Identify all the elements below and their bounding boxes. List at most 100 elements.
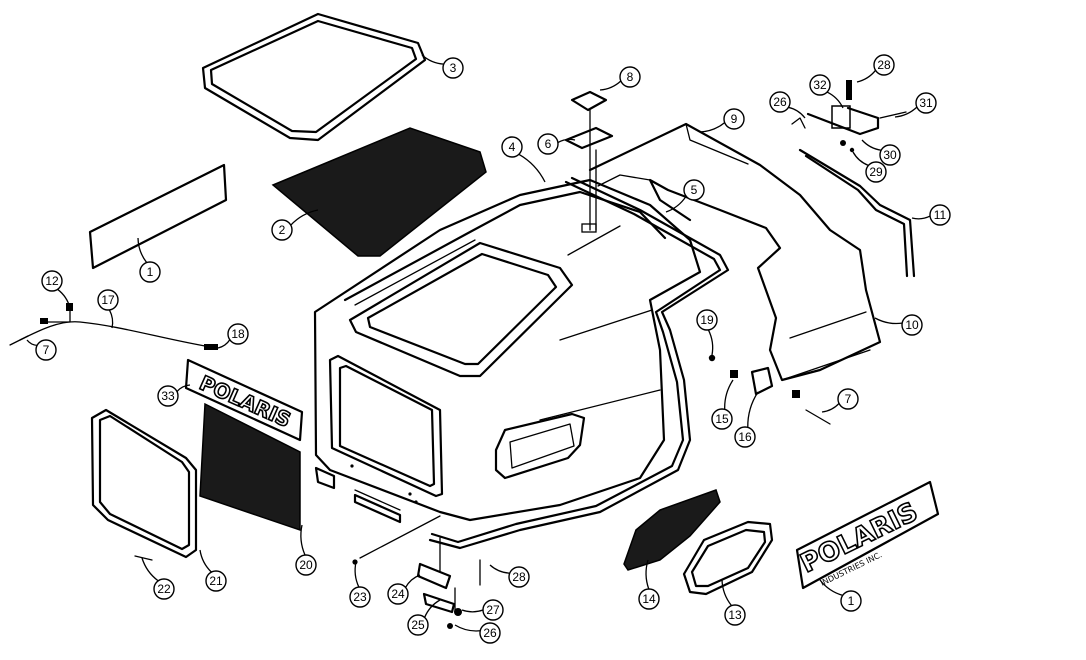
callout-leader	[665, 195, 687, 213]
callout-number: 7	[43, 343, 50, 357]
callout-number: 27	[486, 603, 500, 617]
callout-number: 10	[905, 318, 919, 332]
callout-circle	[157, 385, 179, 407]
callout-c5: 5	[665, 179, 705, 213]
callout-c22: 22	[141, 557, 175, 600]
callout-c9: 9	[699, 108, 745, 133]
callout-number: 21	[209, 574, 223, 588]
callout-number: 12	[45, 274, 59, 288]
callout-leader	[199, 549, 212, 573]
callout-leader	[645, 559, 650, 590]
callout-circle	[809, 74, 831, 96]
callout-leader	[721, 579, 733, 607]
side-window-frame	[90, 408, 198, 561]
callout-c4: 4	[501, 136, 546, 183]
callout-number: 4	[509, 140, 516, 154]
callout-leader	[599, 80, 622, 91]
callout-circle	[482, 599, 504, 621]
callout-leader	[707, 329, 714, 356]
roof-vent-hardware	[564, 90, 614, 231]
callout-leader	[26, 339, 38, 346]
callout-leader	[699, 122, 726, 133]
side-decal-strip	[88, 163, 228, 270]
callout-c1b: 1	[819, 579, 862, 612]
callout-c26b: 26	[454, 622, 501, 644]
callout-c10: 10	[874, 314, 923, 336]
callout-number: 3	[450, 61, 457, 75]
callout-circle	[901, 314, 923, 336]
callout-number: 8	[627, 70, 634, 84]
callout-leader	[424, 599, 441, 618]
callout-c6: 6	[537, 133, 576, 155]
callout-c13: 13	[721, 579, 746, 626]
callout-c23: 23	[349, 561, 371, 608]
callout-circle	[387, 583, 409, 605]
callout-circle	[295, 554, 317, 576]
callout-leader	[421, 54, 444, 65]
callout-circle	[929, 204, 951, 226]
callout-number: 6	[545, 137, 552, 151]
callout-number: 26	[483, 626, 497, 640]
callout-circle	[724, 604, 746, 626]
cab-shell	[313, 178, 702, 524]
callout-number: 15	[715, 412, 729, 426]
rear-window-glass	[271, 127, 487, 257]
callout-number: 22	[157, 582, 171, 596]
callout-number: 16	[738, 430, 752, 444]
callout-leader	[217, 339, 231, 349]
lower-latch-hardware	[352, 515, 481, 629]
callout-circle	[865, 161, 887, 183]
callout-circle	[349, 586, 371, 608]
callout-number: 23	[353, 590, 367, 604]
callout-number: 13	[728, 608, 742, 622]
callout-leader	[557, 138, 576, 144]
callout-leader	[856, 69, 877, 83]
door-window-frame	[682, 520, 774, 596]
callout-c17: 17	[97, 289, 119, 329]
callout-leader	[819, 579, 843, 597]
callout-leader	[137, 237, 148, 263]
callout-leader	[894, 106, 918, 118]
callout-leader	[290, 209, 319, 226]
callout-circle	[205, 570, 227, 592]
callout-number: 26	[773, 95, 787, 109]
callout-c31: 31	[894, 92, 937, 118]
door-window-glass	[623, 489, 721, 571]
callout-leader	[454, 624, 481, 632]
callout-c32: 32	[809, 74, 844, 109]
callout-leader	[57, 288, 71, 309]
hinge-bracket-hardware	[791, 80, 907, 153]
callout-circle	[696, 309, 718, 331]
callout-number: 9	[731, 112, 738, 126]
callout-circle	[407, 614, 429, 636]
callout-circle	[35, 339, 57, 361]
callout-c7b: 7	[821, 388, 859, 413]
callout-c16: 16	[734, 391, 759, 448]
front-seal-piece	[798, 148, 916, 278]
callout-leader	[518, 153, 546, 183]
callout-c3a: 3	[421, 54, 464, 79]
callout-circle	[873, 54, 895, 76]
callout-leader	[405, 574, 421, 588]
callout-number: 5	[691, 183, 698, 197]
callout-leader	[461, 609, 484, 613]
callout-circle	[501, 136, 523, 158]
callout-circle	[41, 270, 63, 292]
callout-c28a: 28	[856, 54, 895, 83]
callout-leader	[724, 379, 734, 410]
callout-leader	[852, 151, 869, 167]
callout-c11: 11	[911, 204, 951, 226]
callout-c21: 21	[199, 549, 227, 592]
callout-circle	[479, 622, 501, 644]
callout-c7a: 7	[26, 339, 57, 361]
front-bulkhead-panel	[588, 122, 882, 382]
door-seal-strip	[428, 176, 730, 550]
callout-number: 28	[512, 570, 526, 584]
callout-circle	[723, 108, 745, 130]
callout-circle	[840, 590, 862, 612]
callout-circle	[139, 261, 161, 283]
callout-c25: 25	[407, 599, 441, 636]
callout-number: 18	[231, 327, 245, 341]
callout-circle	[227, 323, 249, 345]
